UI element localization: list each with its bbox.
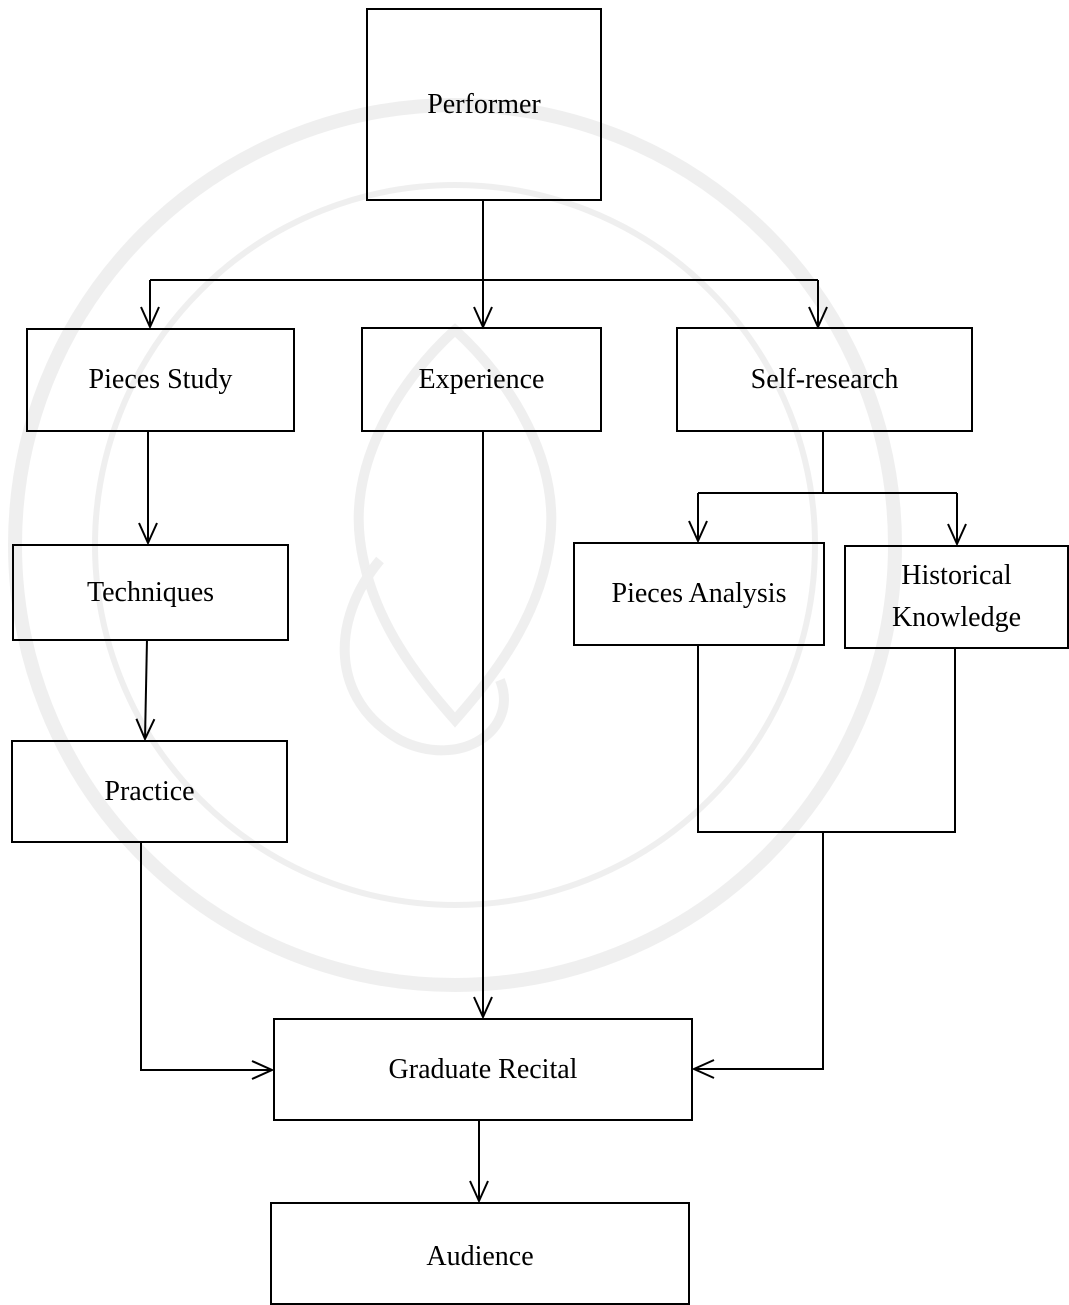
node-practice: Practice — [11, 740, 288, 843]
node-graduate-recital: Graduate Recital — [273, 1018, 693, 1121]
arrow-merge-to-recital — [691, 832, 824, 1079]
node-audience-label: Audience — [426, 1241, 534, 1272]
node-pieces-analysis-label: Pieces Analysis — [611, 578, 787, 609]
node-techniques: Techniques — [12, 544, 289, 641]
node-pieces-study: Pieces Study — [26, 328, 295, 432]
node-techniques-label: Techniques — [86, 576, 215, 608]
node-pieces-analysis: Pieces Analysis — [573, 542, 825, 646]
node-audience: Audience — [270, 1202, 690, 1305]
node-self-research: Self-research — [676, 327, 973, 432]
node-experience-label: Experience — [418, 363, 545, 395]
node-performer-label: Performer — [427, 88, 541, 120]
node-graduate-recital-label: Graduate Recital — [388, 1053, 578, 1085]
arrow-to-practice — [135, 638, 156, 742]
node-practice-label: Practice — [104, 775, 195, 807]
node-historical-knowledge-label: Historical Knowledge — [891, 560, 1022, 633]
node-experience: Experience — [361, 327, 602, 432]
node-performer: Performer — [366, 8, 602, 201]
arrow-practice-to-recital — [140, 842, 275, 1080]
node-pieces-study-label: Pieces Study — [88, 364, 233, 395]
node-historical-knowledge: Historical Knowledge — [844, 545, 1069, 649]
node-self-research-label: Self-research — [750, 363, 899, 395]
connector-analysis-knowledge-merge — [697, 646, 956, 833]
